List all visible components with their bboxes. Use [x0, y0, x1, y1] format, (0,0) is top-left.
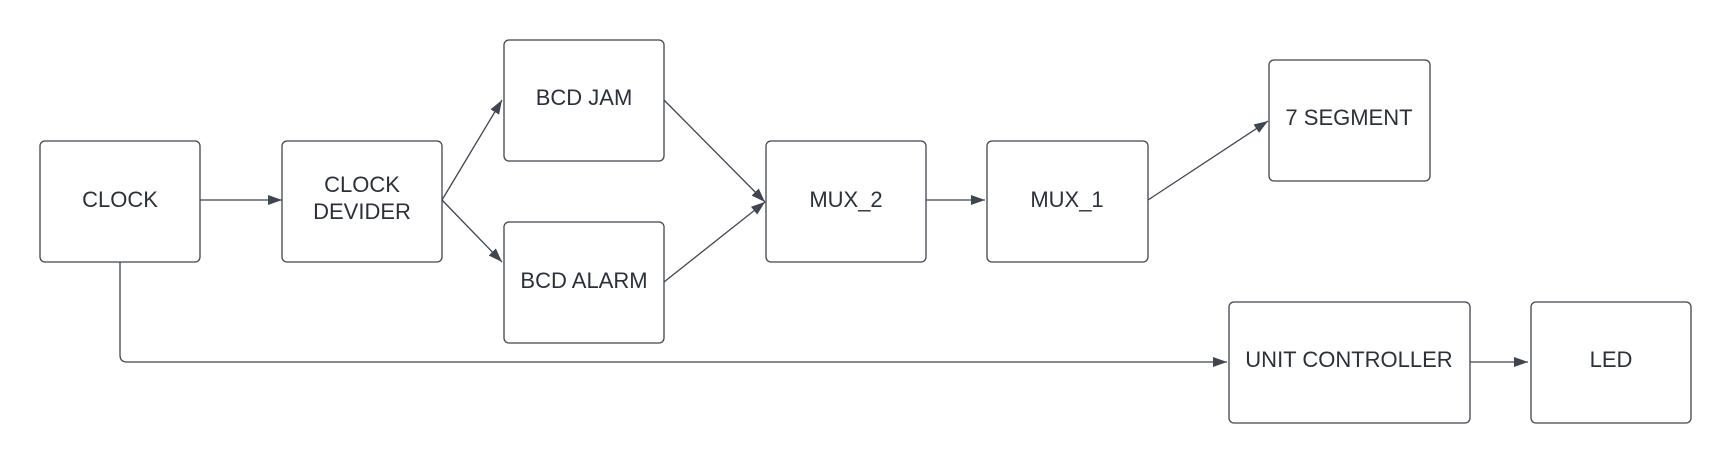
node-seven-segment[interactable]: 7 SEGMENT [1268, 59, 1431, 182]
node-bcd-alarm-label: BCD ALARM [520, 268, 647, 293]
node-bcd-jam[interactable]: BCD JAM [503, 39, 665, 162]
node-led-box [1530, 301, 1692, 424]
node-seven-segment-box [1268, 59, 1431, 182]
node-bcd-alarm-box [503, 221, 665, 344]
node-mux-2[interactable]: MUX_2 [765, 140, 927, 263]
node-clock-box [39, 140, 201, 263]
node-mux-2-label: MUX_2 [809, 187, 882, 212]
node-bcd-jam-label: BCD JAM [536, 85, 633, 110]
node-mux-1-box [986, 140, 1149, 263]
edge-bcd-jam-to-mux-2 [663, 99, 766, 203]
node-led-label: LED [1590, 347, 1633, 372]
edge-clock-to-unit-controller [119, 262, 1227, 367]
node-clock-devider-box [281, 140, 443, 263]
node-seven-segment-label: 7 SEGMENT [1285, 105, 1412, 130]
node-unit-controller-box [1228, 301, 1471, 424]
node-mux-2-box [765, 140, 927, 263]
edge-clock-devider-to-bcd-jam [441, 99, 503, 201]
node-clock-devider[interactable]: CLOCK DEVIDER [281, 140, 443, 263]
node-clock-label: CLOCK [82, 187, 158, 212]
node-unit-controller[interactable]: UNIT CONTROLLER [1228, 301, 1471, 424]
node-mux-1-label: MUX_1 [1030, 187, 1103, 212]
node-unit-controller-label: UNIT CONTROLLER [1245, 347, 1452, 372]
node-clock-devider-label-line1: CLOCK [324, 172, 400, 197]
node-bcd-jam-box [503, 39, 665, 162]
edge-mux-1-to-seven-segment [1147, 120, 1269, 201]
edge-bcd-alarm-to-mux-2 [663, 201, 766, 283]
node-clock[interactable]: CLOCK [39, 140, 201, 263]
node-mux-1[interactable]: MUX_1 [986, 140, 1149, 263]
edges [119, 99, 1528, 367]
node-clock-devider-label-line2: DEVIDER [313, 199, 411, 224]
edge-clock-devider-to-bcd-alarm [441, 199, 503, 263]
node-led[interactable]: LED [1530, 301, 1692, 424]
node-bcd-alarm[interactable]: BCD ALARM [503, 221, 665, 344]
